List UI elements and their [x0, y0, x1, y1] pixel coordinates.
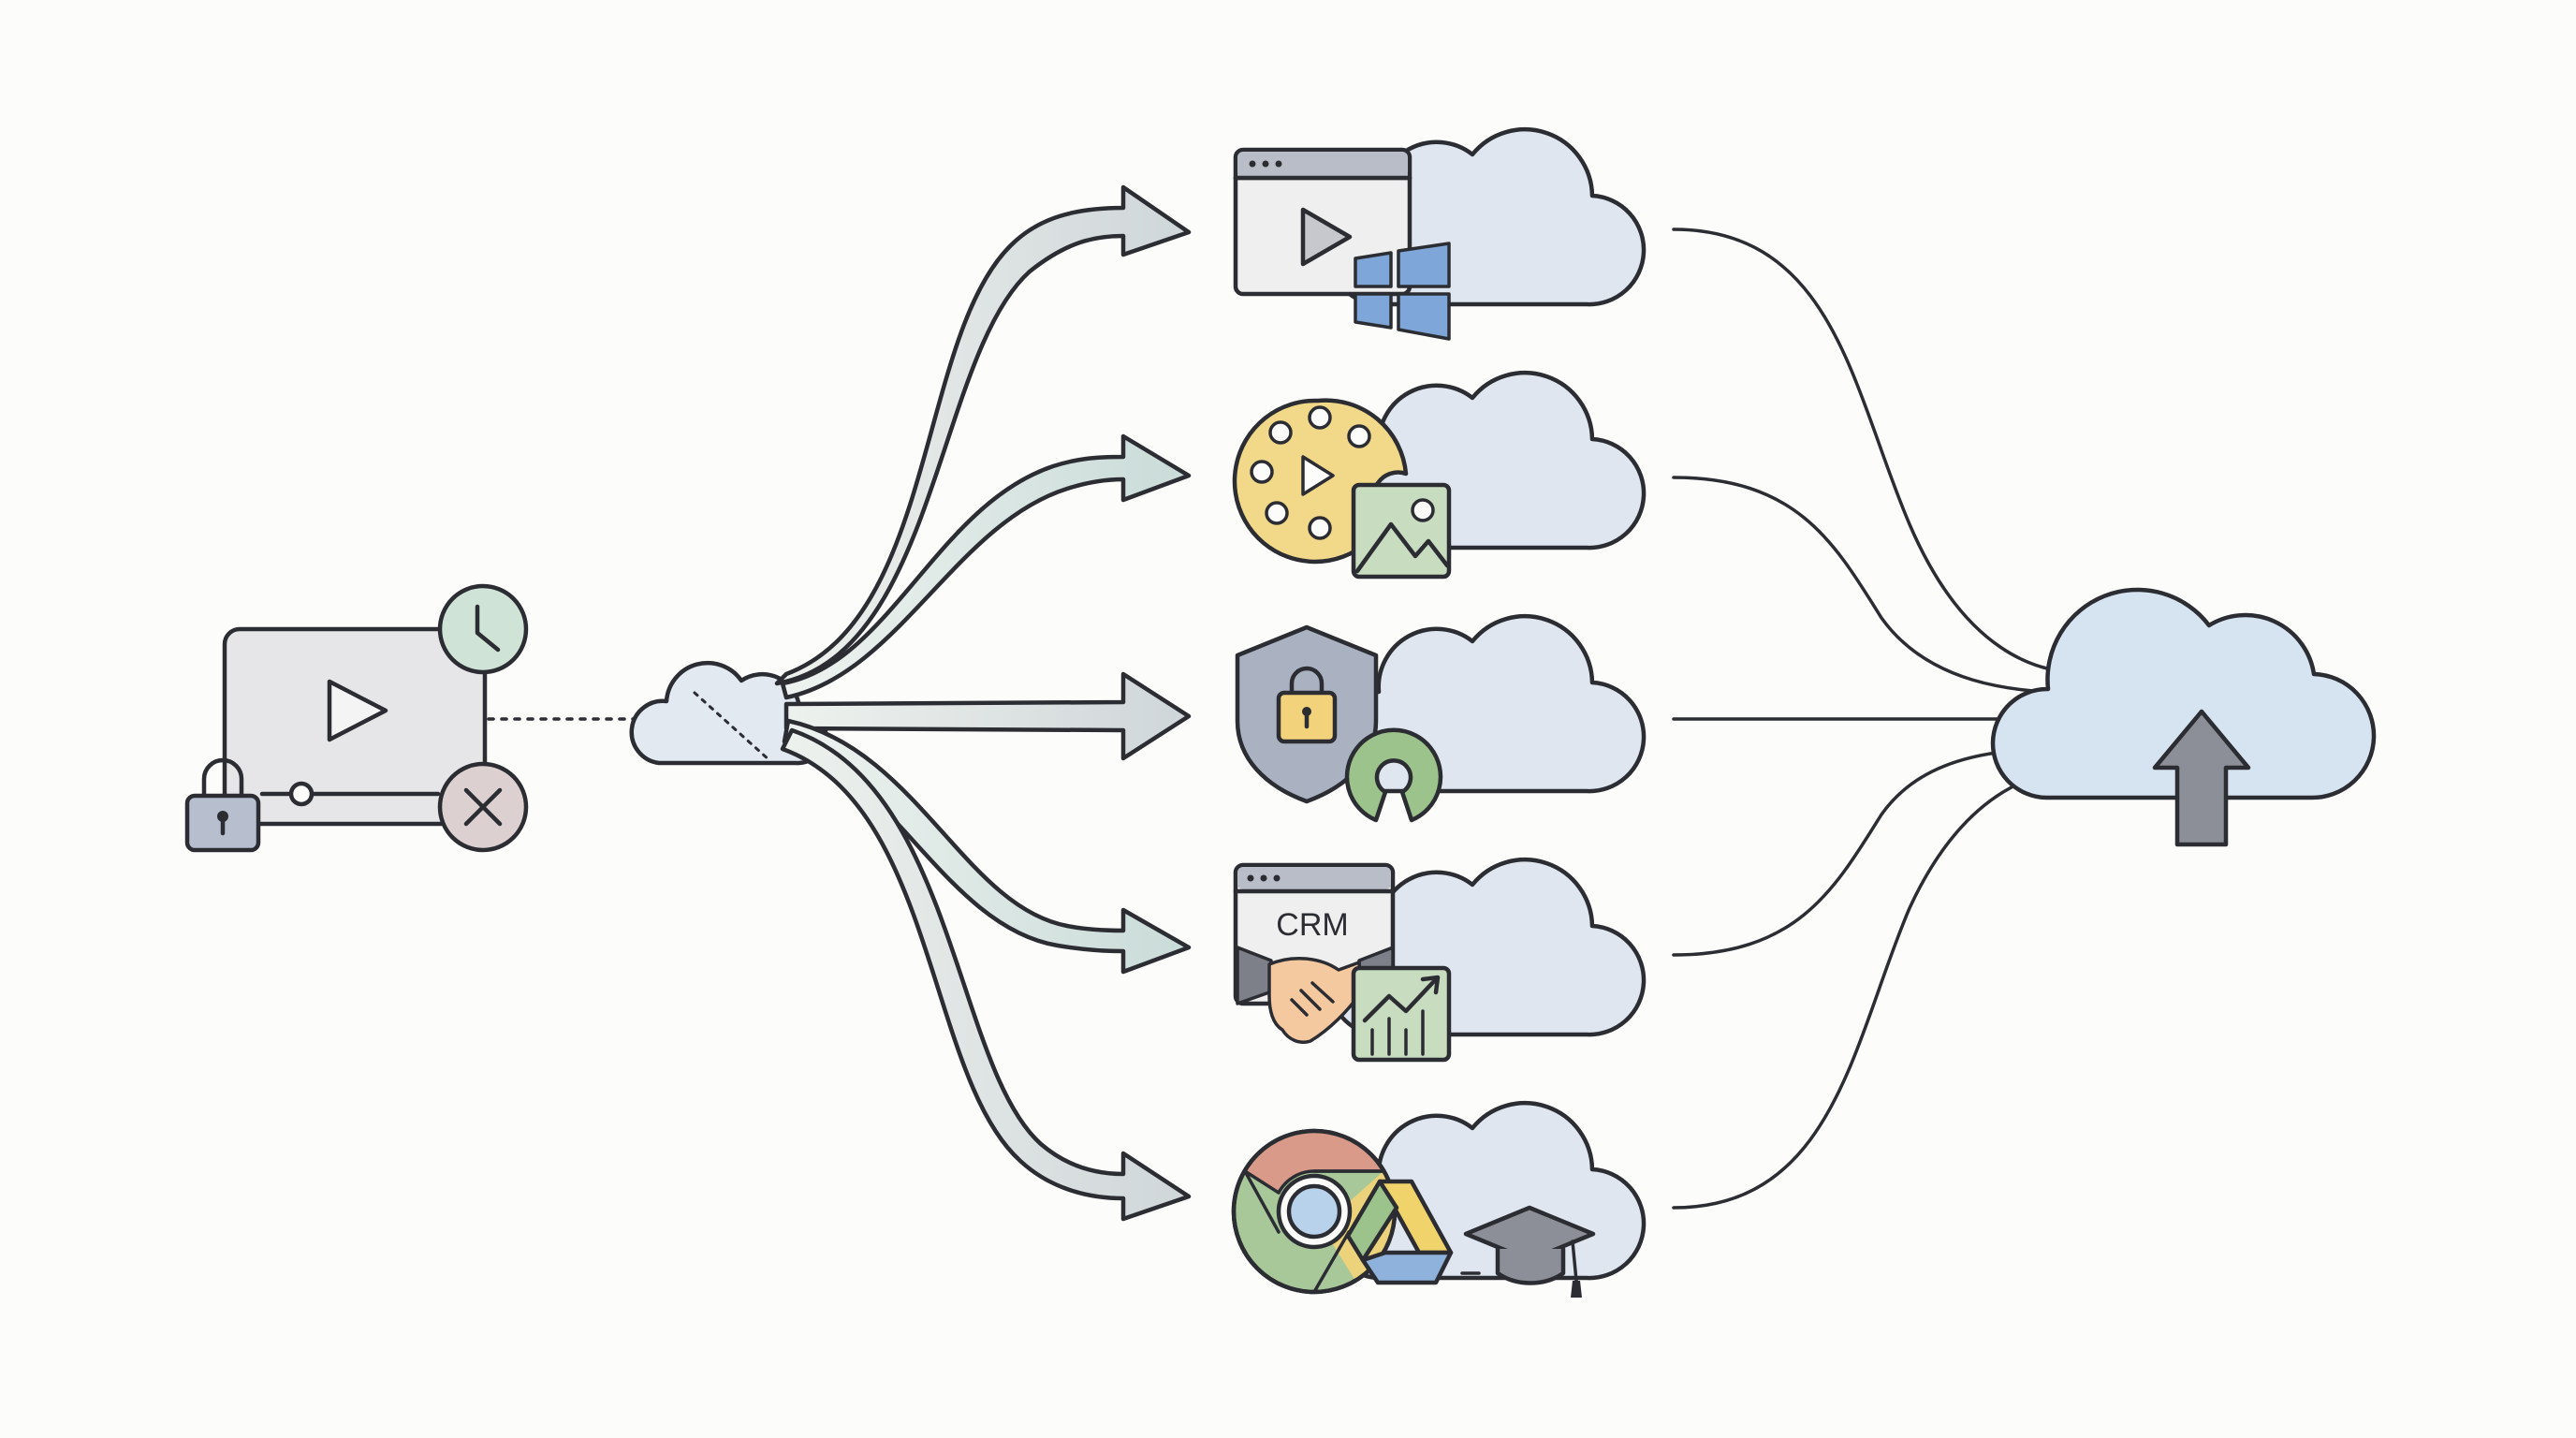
google-drive-logo-icon — [1345, 1179, 1454, 1285]
branch-arrows-icon — [774, 184, 1192, 1222]
growth-chart-icon — [1351, 965, 1452, 1063]
padlock-icon — [184, 757, 261, 853]
cancel-circle-icon — [437, 761, 529, 853]
chrome-logo-icon — [1231, 1128, 1398, 1295]
windows-logo-icon — [1354, 242, 1451, 341]
image-picture-icon — [1351, 482, 1452, 580]
crm-label: CRM — [1276, 907, 1348, 943]
open-source-logo-icon — [1344, 727, 1443, 823]
source-video-panel-icon — [222, 626, 488, 827]
upload-cloud-icon — [1990, 587, 2377, 847]
graduation-cap-icon — [1463, 1205, 1596, 1298]
play-icon — [327, 679, 388, 742]
clock-icon — [437, 583, 529, 675]
security-shield-lock-icon — [1235, 624, 1379, 804]
